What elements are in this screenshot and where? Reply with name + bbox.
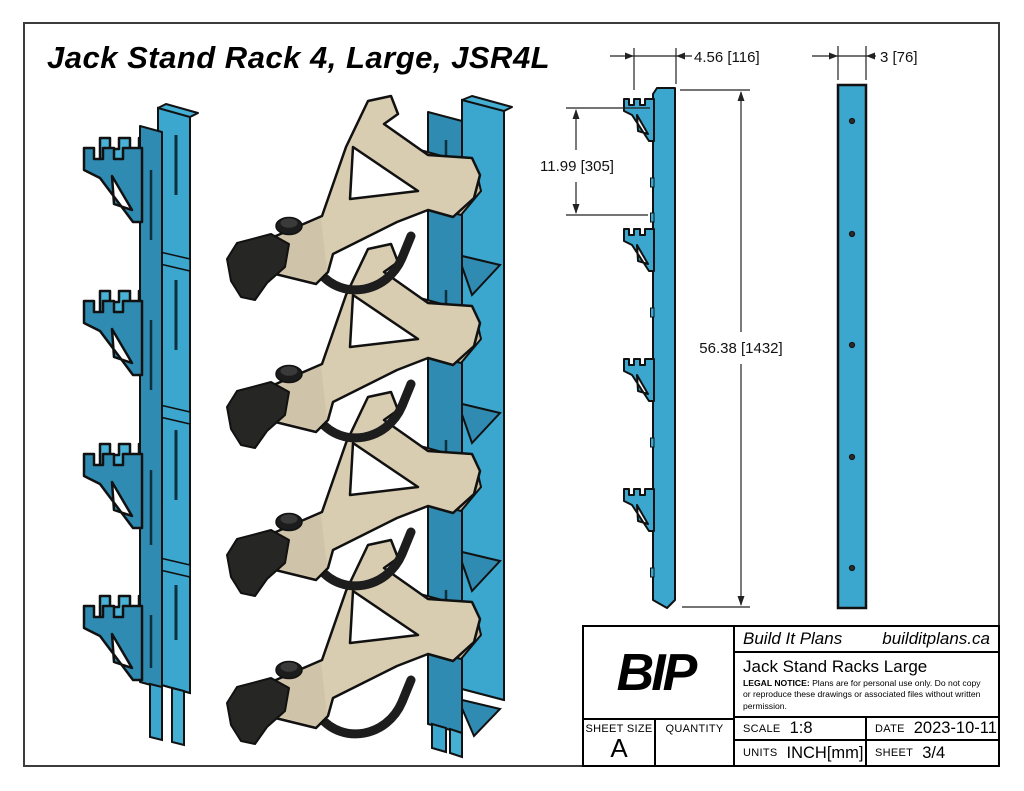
bip-logo: BIP bbox=[584, 627, 733, 720]
dim-width-label: 3 [76] bbox=[880, 49, 918, 66]
page-title: Jack Stand Rack 4, Large, JSR4L bbox=[47, 40, 551, 75]
company-website: builditplans.ca bbox=[882, 629, 990, 648]
title-block-right: Build It Plans builditplans.ca Jack Stan… bbox=[735, 627, 998, 765]
dimension-width bbox=[812, 46, 876, 80]
dim-spacing-label: 11.99 [305] bbox=[540, 158, 614, 175]
scale-value: 1:8 bbox=[789, 719, 813, 737]
units-cell: UNITS INCH[mm] bbox=[735, 741, 867, 765]
title-block-left: BIP SHEET SIZE A QUANTITY bbox=[584, 627, 735, 765]
sheet-size-cell: SHEET SIZE A bbox=[584, 720, 656, 765]
date-cell: DATE 2023-10-11 bbox=[867, 718, 998, 739]
sheet-value: 3/4 bbox=[922, 743, 946, 762]
scale-cell: SCALE 1:8 bbox=[735, 718, 867, 739]
dimension-depth bbox=[610, 48, 692, 90]
title-block: BIP SHEET SIZE A QUANTITY Build It Plans… bbox=[582, 625, 1000, 767]
dimension-spacing bbox=[566, 107, 650, 216]
side-profile-view bbox=[623, 87, 676, 609]
assembly-isometric-view bbox=[227, 96, 513, 759]
company-row: Build It Plans builditplans.ca bbox=[735, 627, 998, 653]
dim-height-label: 56.38 [1432] bbox=[699, 340, 782, 357]
sheet-label: SHEET bbox=[875, 747, 914, 759]
drawing-title-cell: Jack Stand Racks Large LEGAL NOTICE: Pla… bbox=[735, 653, 998, 718]
sheet-size-label: SHEET SIZE bbox=[585, 723, 653, 735]
units-sheet-row: UNITS INCH[mm] SHEET 3/4 bbox=[735, 741, 998, 765]
quantity-label: QUANTITY bbox=[665, 723, 724, 735]
units-label: UNITS bbox=[743, 747, 778, 759]
legal-notice: LEGAL NOTICE: Plans are for personal use… bbox=[743, 678, 990, 712]
dim-depth-label: 4.56 [116] bbox=[694, 49, 760, 66]
front-profile-view bbox=[836, 83, 868, 610]
dimension-height bbox=[680, 89, 750, 608]
left-isometric-view bbox=[82, 103, 199, 747]
drawing-title: Jack Stand Racks Large bbox=[743, 657, 928, 676]
scale-label: SCALE bbox=[743, 722, 781, 735]
date-value: 2023-10-11 bbox=[913, 719, 997, 737]
sheet-cell: SHEET 3/4 bbox=[867, 741, 998, 765]
quantity-cell: QUANTITY bbox=[656, 720, 733, 765]
sheet-size-value: A bbox=[610, 733, 628, 763]
company-name: Build It Plans bbox=[743, 629, 843, 648]
date-label: DATE bbox=[875, 722, 905, 735]
scale-date-row: SCALE 1:8 DATE 2023-10-11 bbox=[735, 718, 998, 741]
legal-notice-label: LEGAL NOTICE: bbox=[743, 677, 810, 688]
units-value: INCH[mm] bbox=[786, 743, 864, 762]
sheet-border bbox=[23, 22, 1000, 767]
legal-notice-text: Plans are for personal use only. Do not … bbox=[743, 677, 981, 711]
